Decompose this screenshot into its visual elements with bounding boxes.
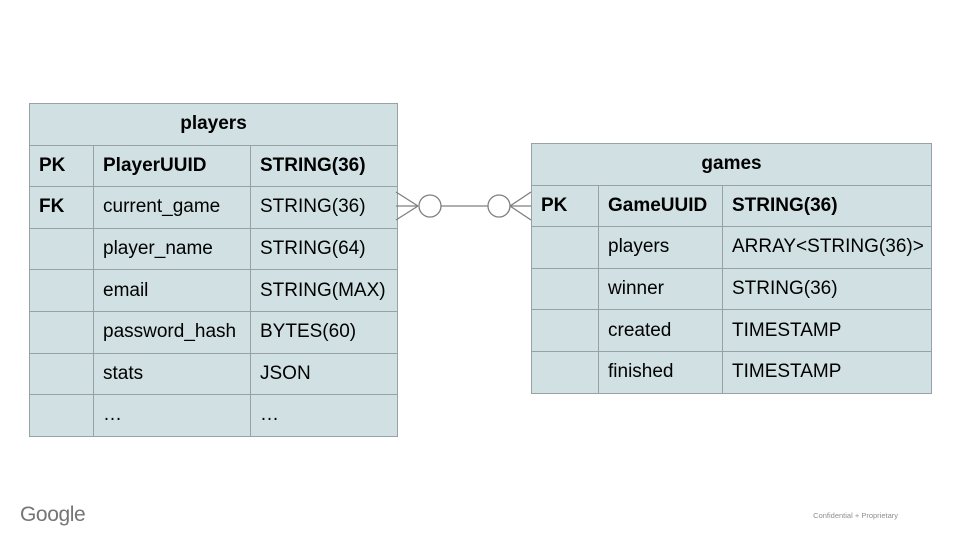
players-key-cell bbox=[29, 227, 94, 271]
games-name-cell: players bbox=[598, 226, 723, 269]
games-type-cell: TIMESTAMP bbox=[721, 309, 933, 352]
players-key-cell bbox=[29, 310, 94, 354]
google-logo: Google bbox=[20, 503, 86, 526]
games-name-cell: winner bbox=[598, 267, 723, 311]
players-name-cell: PlayerUUID bbox=[93, 144, 251, 188]
games-name-cell: created bbox=[598, 309, 723, 352]
confidential-label: Confidential + Proprietary bbox=[813, 511, 898, 520]
players-key-cell bbox=[29, 269, 94, 312]
games-name-cell: finished bbox=[598, 350, 723, 394]
games-key-cell bbox=[531, 350, 599, 394]
players-type-cell: STRING(36) bbox=[250, 144, 398, 188]
players-name-cell: password_hash bbox=[93, 310, 251, 354]
players-name-cell: player_name bbox=[93, 227, 251, 271]
players-table-header-row: players bbox=[29, 103, 398, 146]
games-table-header-row: games bbox=[530, 143, 933, 186]
players-table-title: players bbox=[29, 103, 398, 146]
games-key-cell: PK bbox=[531, 184, 599, 228]
games-name-cell: GameUUID bbox=[598, 184, 723, 228]
players-type-cell: STRING(MAX) bbox=[250, 269, 398, 312]
games-type-cell: STRING(36) bbox=[721, 184, 933, 228]
players-type-cell: STRING(64) bbox=[250, 227, 398, 271]
players-type-cell: BYTES(60) bbox=[250, 310, 398, 354]
zero-or-many-circle-left bbox=[418, 194, 442, 218]
zero-or-many-circle-right bbox=[487, 194, 511, 218]
players-name-cell: … bbox=[93, 394, 251, 437]
games-type-cell: ARRAY<STRING(36)> bbox=[721, 226, 933, 269]
players-name-cell: email bbox=[93, 269, 251, 312]
relationship-connector bbox=[395, 191, 532, 221]
games-type-cell: TIMESTAMP bbox=[721, 350, 933, 394]
crow-foot-left-icon bbox=[395, 191, 419, 221]
games-type-cell: STRING(36) bbox=[721, 267, 933, 311]
players-key-cell: PK bbox=[29, 144, 94, 188]
players-name-cell: current_game bbox=[93, 186, 251, 229]
players-key-cell bbox=[29, 394, 94, 437]
players-row: …… bbox=[29, 394, 398, 437]
crow-foot-right-icon bbox=[509, 191, 532, 221]
games-key-cell bbox=[531, 226, 599, 269]
players-key-cell bbox=[29, 352, 94, 396]
games-table-title: games bbox=[530, 143, 933, 186]
games-key-cell bbox=[531, 309, 599, 352]
players-key-cell: FK bbox=[29, 186, 94, 229]
players-type-cell: STRING(36) bbox=[250, 186, 398, 229]
games-key-cell bbox=[531, 267, 599, 311]
players-type-cell: … bbox=[250, 394, 398, 437]
players-name-cell: stats bbox=[93, 352, 251, 396]
players-type-cell: JSON bbox=[250, 352, 398, 396]
